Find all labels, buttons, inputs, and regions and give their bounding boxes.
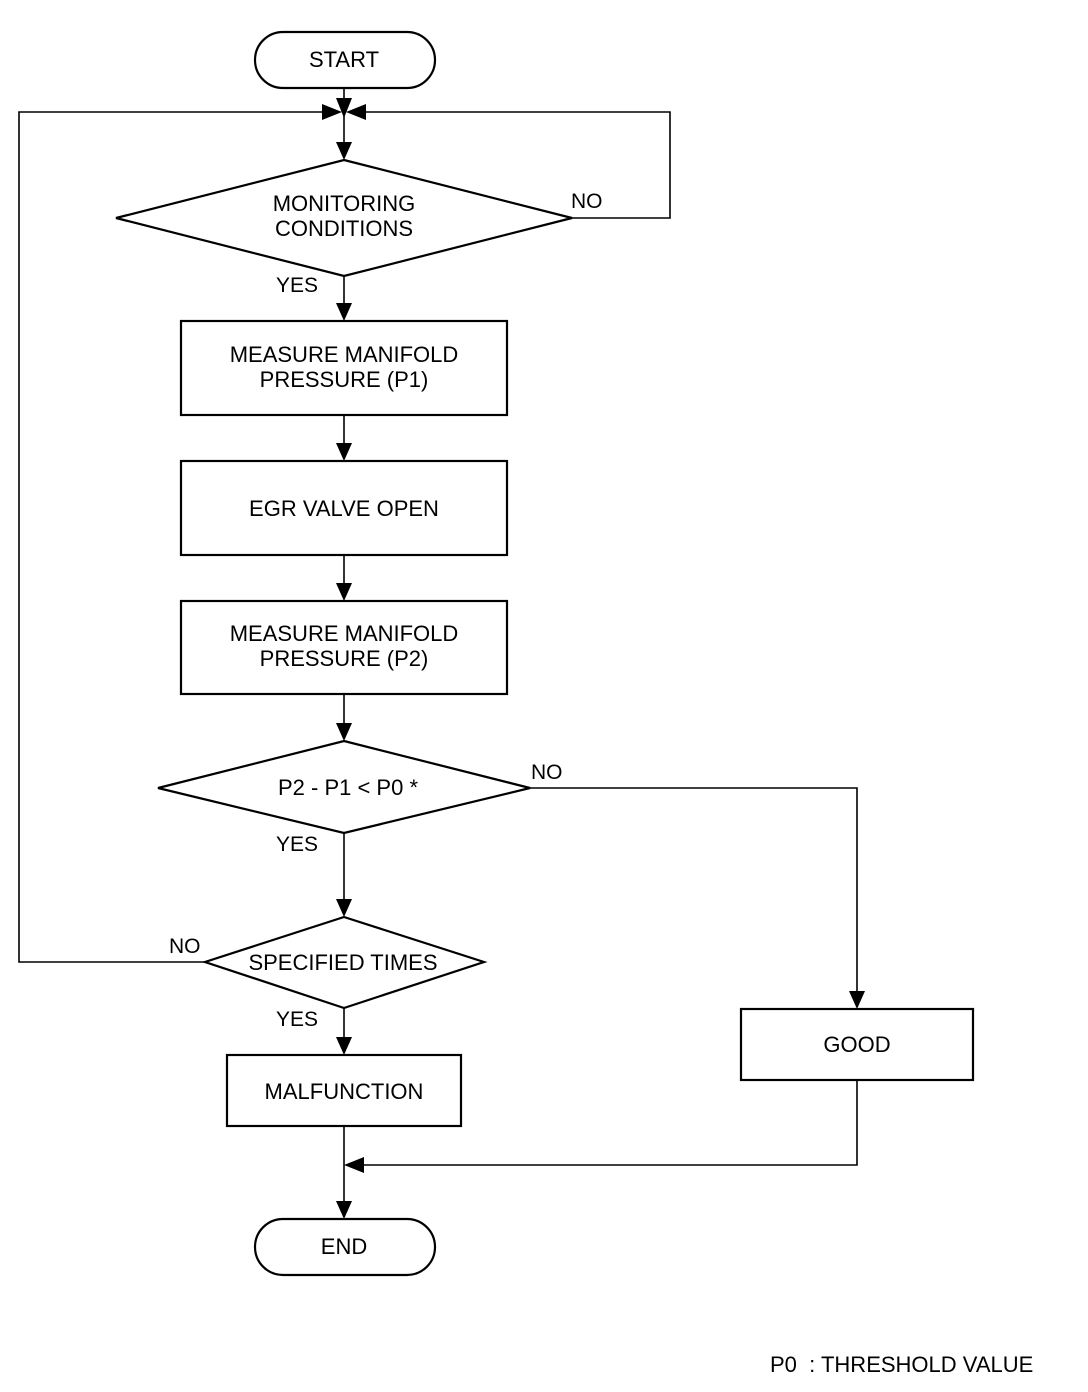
legend-symbol: P0 [770, 1352, 797, 1377]
connector-monitoring-no-loop [360, 111, 671, 219]
monitoring-conditions-decision: MONITORING CONDITIONS [115, 158, 573, 278]
arrowhead-right [322, 104, 342, 120]
arrowhead-down [336, 1201, 352, 1219]
monitoring-no-label: NO [571, 190, 603, 213]
measure-p1-label-line1: MEASURE MANIFOLD [230, 342, 459, 367]
specified-times-label: SPECIFIED TIMES [248, 950, 437, 975]
measure-p2-label-line1: MEASURE MANIFOLD [230, 621, 459, 646]
connector-specified-no-loop [18, 111, 328, 963]
monitoring-yes-label: YES [276, 274, 318, 297]
legend-text: : THRESHOLD VALUE [809, 1352, 1034, 1377]
connectors [18, 88, 858, 1205]
arrowhead-left [344, 1157, 364, 1173]
monitoring-label-line2: CONDITIONS [275, 216, 413, 241]
arrowhead-down [336, 98, 352, 118]
specified-times-decision: SPECIFIED TIMES [201, 915, 488, 1010]
comparison-yes-label: YES [276, 833, 318, 856]
connector-comparison-no-to-good [530, 787, 858, 995]
malfunction-process: MALFUNCTION [225, 1053, 463, 1128]
end-terminal: END [253, 1217, 437, 1277]
arrowheads [322, 98, 865, 1219]
measure-p1-label-line2: PRESSURE (P1) [260, 367, 429, 392]
measure-p2-label-line2: PRESSURE (P2) [260, 646, 429, 671]
connector-good-to-end [360, 1080, 858, 1166]
arrowhead-down [849, 991, 865, 1009]
specified-no-label: NO [169, 935, 201, 958]
specified-yes-label: YES [276, 1008, 318, 1031]
arrowhead-down [336, 583, 352, 601]
arrowhead-down [336, 899, 352, 917]
start-label: START [309, 47, 379, 72]
arrowhead-down [336, 1037, 352, 1055]
measure-p2-process: MEASURE MANIFOLD PRESSURE (P2) [179, 599, 509, 696]
arrowhead-down [336, 723, 352, 741]
pressure-comparison-decision: P2 - P1 < P0 * [157, 739, 531, 835]
egr-valve-open-process: EGR VALVE OPEN [179, 459, 509, 557]
monitoring-label-line1: MONITORING [273, 191, 416, 216]
arrowhead-down [336, 142, 352, 160]
good-process: GOOD [739, 1007, 975, 1082]
arrowhead-down [336, 303, 352, 321]
comparison-no-label: NO [531, 761, 563, 784]
malfunction-label: MALFUNCTION [265, 1079, 424, 1104]
good-label: GOOD [823, 1032, 890, 1057]
arrowhead-left [346, 104, 366, 120]
start-terminal: START [253, 30, 437, 90]
end-label: END [321, 1234, 367, 1259]
arrowhead-down [336, 443, 352, 461]
measure-p1-process: MEASURE MANIFOLD PRESSURE (P1) [179, 319, 509, 417]
egr-valve-open-label: EGR VALVE OPEN [249, 496, 439, 521]
comparison-label: P2 - P1 < P0 * [278, 775, 418, 800]
legend-note: P0 : THRESHOLD VALUE [770, 1352, 1033, 1378]
